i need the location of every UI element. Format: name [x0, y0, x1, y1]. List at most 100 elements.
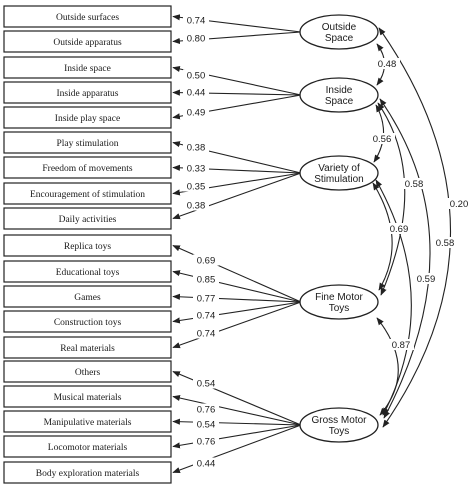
latent-factor-label: Toys — [329, 426, 350, 437]
observed-variable-box: Replica toys — [3, 234, 172, 257]
latent-factor-label: Variety of — [318, 163, 360, 174]
correlation-value: 0.58 — [436, 238, 455, 249]
label-background — [193, 292, 219, 304]
loading-value: 0.49 — [187, 108, 206, 119]
loading-arrow — [172, 424, 302, 474]
loading-value: 0.44 — [197, 459, 216, 470]
observed-variable-box: Inside play space — [3, 106, 172, 129]
observed-variable-box: Games — [3, 285, 172, 308]
latent-factor-label: Outside — [322, 22, 357, 33]
coefficient-labels: 0.740.800.500.440.490.380.330.350.380.69… — [183, 14, 472, 470]
loading-arrow — [172, 301, 302, 324]
loading-value: 0.74 — [197, 329, 216, 340]
observed-variable-label: Manipulative materials — [44, 418, 132, 428]
label-background — [193, 457, 219, 469]
label-background — [388, 339, 414, 350]
label-background — [183, 199, 209, 211]
loading-value: 0.38 — [187, 201, 206, 212]
observed-variable-box: Encouragement of stimulation — [3, 182, 172, 205]
loading-value: 0.50 — [187, 71, 206, 82]
latent-factor-label: Fine Motor — [315, 292, 363, 303]
label-background — [183, 180, 209, 192]
loading-arrow — [172, 394, 302, 426]
label-background — [183, 162, 209, 174]
loading-value: 0.80 — [187, 34, 206, 45]
label-background — [183, 141, 209, 153]
label-background — [183, 106, 209, 118]
label-background — [374, 58, 400, 69]
label-background — [193, 435, 219, 447]
observed-variable-label: Freedom of movements — [42, 163, 133, 174]
observed-variable-label: Real materials — [60, 344, 115, 354]
observed-variable-box: Construction toys — [3, 310, 172, 333]
loading-value: 0.33 — [187, 164, 206, 175]
correlation-value: 0.20 — [450, 199, 469, 210]
correlation-value: 0.87 — [392, 340, 411, 351]
label-background — [193, 403, 219, 415]
observed-variable-label: Musical materials — [54, 393, 122, 403]
correlation-arrow — [379, 98, 431, 419]
loading-arrow — [172, 244, 302, 303]
observed-variable-label: Inside play space — [55, 114, 120, 124]
observed-variable-box: Play stimulation — [3, 131, 172, 154]
correlation-arrow — [376, 317, 399, 416]
label-background — [193, 254, 219, 266]
label-background — [446, 198, 472, 209]
loading-arrow — [172, 418, 302, 426]
observed-variable-label: Construction toys — [54, 318, 122, 328]
label-background — [193, 418, 219, 430]
loading-value: 0.38 — [187, 143, 206, 154]
correlation-arrow — [375, 179, 412, 416]
label-background — [386, 223, 412, 234]
observed-variable-label: Outside apparatus — [53, 38, 122, 48]
loading-arrow — [172, 301, 302, 349]
observed-variable-box: Outside apparatus — [3, 30, 172, 53]
latent-factor-label: Stimulation — [314, 174, 363, 185]
loading-value: 0.77 — [197, 294, 216, 305]
label-background — [413, 273, 439, 284]
loading-value: 0.74 — [197, 311, 216, 322]
observed-variable-box: Others — [3, 360, 172, 383]
observed-variable-box: Real materials — [3, 336, 172, 359]
observed-variable-box: Inside apparatus — [3, 81, 172, 104]
latent-factor-label: Gross Motor — [311, 415, 367, 426]
observed-variable-box: Freedom of movements — [3, 156, 172, 179]
observed-variable-label: Educational toys — [56, 268, 120, 278]
observed-variable-label: Games — [74, 293, 101, 303]
label-background — [193, 309, 219, 321]
observed-variable-box: Musical materials — [3, 385, 172, 408]
loading-arrow — [172, 370, 302, 426]
label-background — [432, 237, 458, 248]
latent-factor-label: Inside — [326, 85, 353, 96]
loading-value: 0.44 — [187, 88, 206, 99]
observed-variable-box: Manipulative materials — [3, 410, 172, 433]
observed-variable-box: Locomotor materials — [3, 435, 172, 458]
observed-variable-label: Locomotor materials — [48, 443, 128, 453]
label-background — [193, 327, 219, 339]
observed-variable-label: Replica toys — [64, 242, 112, 252]
loading-value: 0.76 — [197, 405, 216, 416]
correlation-arrow — [378, 27, 452, 428]
correlation-value: 0.58 — [405, 179, 424, 190]
observed-variable-label: Inside apparatus — [57, 89, 119, 99]
observed-variable-label: Others — [75, 368, 101, 378]
loading-value: 0.76 — [197, 437, 216, 448]
latent-factor-label: Space — [325, 96, 354, 107]
observed-variable-label: Encouragement of stimulation — [30, 189, 145, 200]
label-background — [183, 14, 209, 26]
label-background — [183, 69, 209, 81]
latent-factor-label: Space — [325, 33, 354, 44]
label-background — [193, 273, 219, 285]
loading-value: 0.54 — [197, 420, 216, 431]
observed-variable-box: Inside space — [3, 56, 172, 79]
loading-value: 0.85 — [197, 275, 216, 286]
observed-variable-box: Body exploration materials — [3, 461, 172, 484]
label-background — [369, 133, 395, 144]
